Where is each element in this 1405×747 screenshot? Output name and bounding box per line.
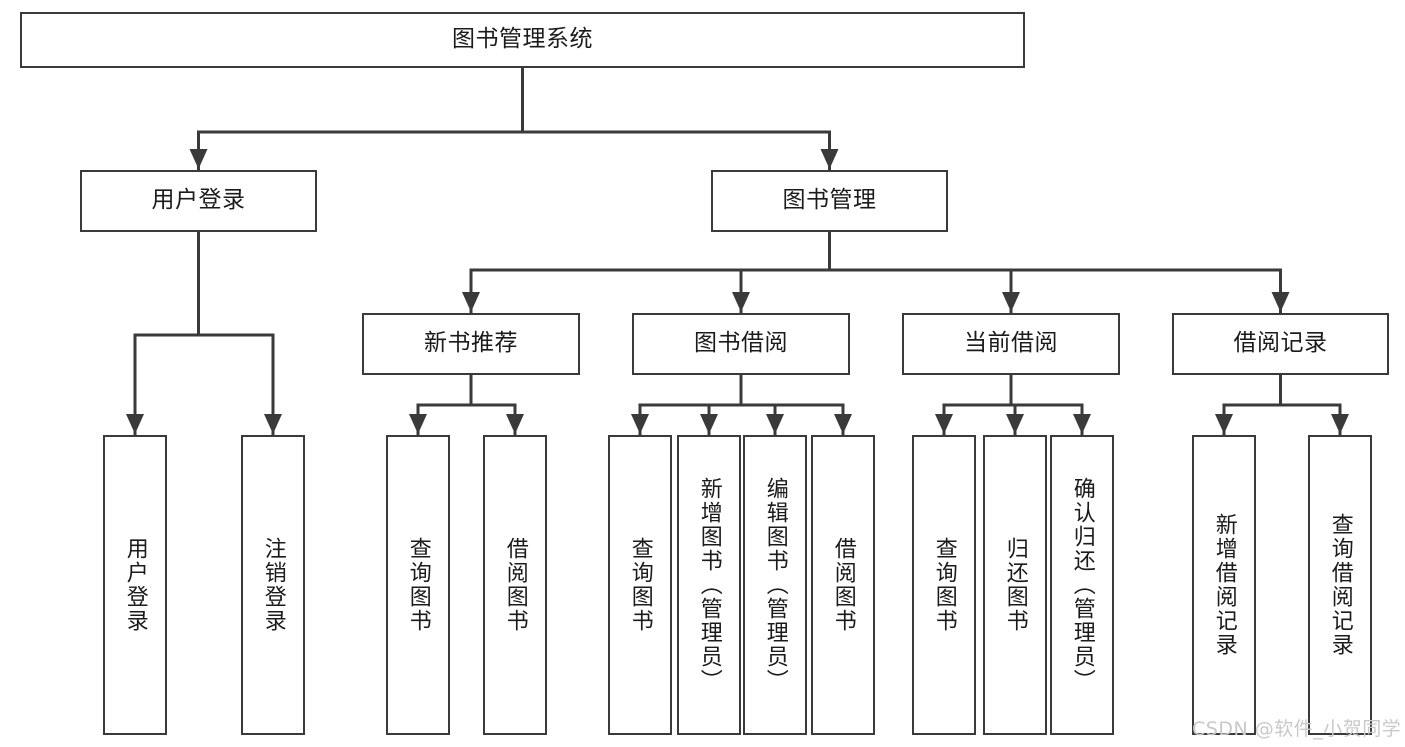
node-leaf-12[interactable]: 新增借阅记录 [1192,435,1256,735]
node-leaf-6[interactable]: 新增图书（管理员） [677,435,741,735]
arrow-head-icon [1215,414,1233,434]
node-leaf-8[interactable]: 借阅图书 [811,435,875,735]
node-leaf-10[interactable]: 归还图书 [983,435,1047,735]
node-label: 归还图书 [1002,537,1028,633]
arrow-head-icon [1073,414,1091,434]
node-label: 图书管理系统 [452,26,593,53]
arrow-head-icon [700,414,718,434]
node-book-borrow[interactable]: 图书借阅 [632,313,850,375]
arrow-head-icon [462,292,480,312]
node-label: 借阅图书 [502,537,528,633]
node-root[interactable]: 图书管理系统 [20,12,1025,68]
node-leaf-5[interactable]: 查询图书 [608,435,672,735]
node-label: 编辑图书（管理员） [762,477,788,693]
node-label: 用户登录 [122,537,148,633]
arrow-head-icon [935,414,953,434]
node-current-borrow[interactable]: 当前借阅 [902,313,1120,375]
arrow-head-icon [189,149,208,169]
node-label: 确认归还（管理员） [1069,477,1095,693]
arrow-head-icon [766,414,784,434]
node-label: 图书借阅 [694,330,788,357]
arrow-head-icon [126,414,144,434]
node-leaf-2[interactable]: 注销登录 [241,435,305,735]
node-label: 注销登录 [260,537,286,633]
node-label: 查询图书 [405,537,431,633]
arrow-head-icon [1002,292,1020,312]
node-label: 新书推荐 [424,330,518,357]
node-leaf-4[interactable]: 借阅图书 [483,435,547,735]
node-leaf-11[interactable]: 确认归还（管理员） [1050,435,1114,735]
node-borrow-record[interactable]: 借阅记录 [1172,313,1389,375]
arrow-head-icon [820,149,839,169]
node-label: 当前借阅 [964,330,1058,357]
node-label: 借阅记录 [1233,330,1328,357]
arrow-head-icon [631,414,649,434]
node-label: 用户登录 [151,187,246,214]
node-label: 图书管理 [782,187,877,214]
node-leaf-9[interactable]: 查询图书 [912,435,976,735]
arrow-head-icon [1271,292,1290,312]
node-label: 查询图书 [627,537,653,633]
arrow-head-icon [1006,414,1024,434]
arrow-head-icon [834,414,852,434]
node-label: 查询图书 [931,537,957,633]
node-leaf-1[interactable]: 用户登录 [103,435,167,735]
arrow-head-icon [409,414,427,434]
node-label: 新增借阅记录 [1211,513,1237,657]
node-leaf-7[interactable]: 编辑图书（管理员） [743,435,807,735]
arrow-head-icon [264,414,282,434]
node-book-manage[interactable]: 图书管理 [711,170,948,232]
arrow-head-icon [506,414,524,434]
node-user-login[interactable]: 用户登录 [80,170,317,232]
node-leaf-3[interactable]: 查询图书 [386,435,450,735]
node-label: 查询借阅记录 [1327,513,1353,657]
arrow-head-icon [1331,414,1349,434]
node-label: 新增图书（管理员） [696,477,722,693]
node-new-book-rec[interactable]: 新书推荐 [362,313,580,375]
node-label: 借阅图书 [830,537,856,633]
node-leaf-13[interactable]: 查询借阅记录 [1308,435,1372,735]
arrow-head-icon [732,292,750,312]
